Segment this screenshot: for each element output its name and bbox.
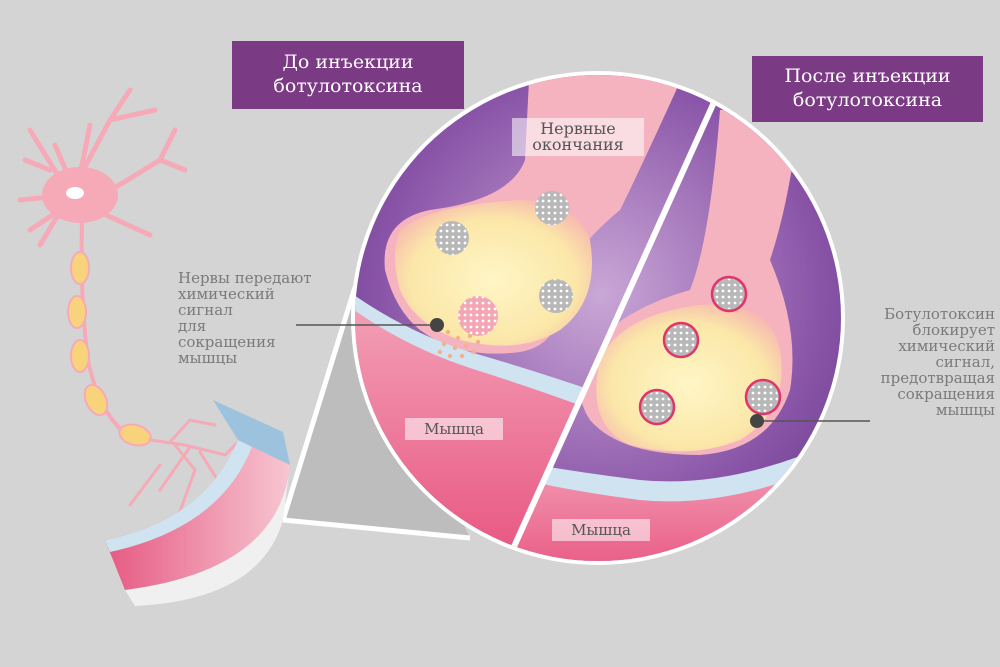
tissue-piece bbox=[105, 400, 290, 606]
callout-pointer-after bbox=[750, 414, 870, 428]
neuron-illustration bbox=[17, 87, 242, 527]
nerve-endings-label: Нервные окончания bbox=[512, 118, 644, 156]
callout-pointer-before bbox=[296, 318, 444, 332]
muscle-label-after: Мышца bbox=[552, 519, 650, 541]
before-injection-title: До инъекции ботулотоксина bbox=[232, 41, 464, 109]
muscle-label-before: Мышца bbox=[405, 418, 503, 440]
zoom-circle bbox=[351, 71, 845, 565]
vesicles-before bbox=[435, 191, 573, 336]
neurotransmitter-dots bbox=[437, 329, 481, 359]
vesicles-after bbox=[638, 275, 782, 426]
before-callout-text: Нервы передают химический сигнал для сок… bbox=[178, 269, 312, 367]
after-callout-text: Ботулотоксин блокирует химический сигнал… bbox=[880, 305, 995, 419]
after-injection-title: После инъекции ботулотоксина bbox=[752, 56, 983, 122]
